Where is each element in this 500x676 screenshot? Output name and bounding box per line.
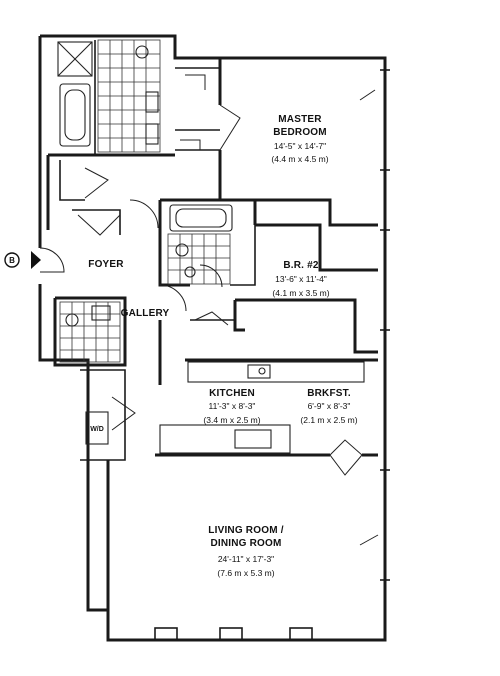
bath-1-tile-grid xyxy=(57,39,161,153)
br2-dim-ft: 13'-6" x 11'-4" xyxy=(275,274,327,284)
kitchen-dim-ft: 11'-3" x 8'-3" xyxy=(209,401,256,411)
kitchen-dim-m: (3.4 m x 2.5 m) xyxy=(203,415,260,425)
bath-3-tile-grid xyxy=(59,301,121,363)
master-bedroom-dim-ft: 14'-5" x 14'-7" xyxy=(274,141,326,151)
unit-marker-label: B xyxy=(9,256,15,265)
washer-dryer-box xyxy=(85,411,109,445)
brkfst-dim-m: (2.1 m x 2.5 m) xyxy=(300,415,357,425)
master-bedroom-name-1: MASTER xyxy=(278,114,322,125)
bath-2-tile-grid xyxy=(167,204,233,285)
kitchen-name: KITCHEN xyxy=(209,388,255,399)
interior-walls xyxy=(46,40,378,610)
master-bedroom-name-2: BEDROOM xyxy=(273,127,327,138)
foyer-name: FOYER xyxy=(88,259,124,270)
brkfst-dim-ft: 6'-9" x 8'-3" xyxy=(308,401,351,411)
master-bedroom-dim-m: (4.4 m x 4.5 m) xyxy=(271,154,328,164)
br2-dim-m: (4.1 m x 3.5 m) xyxy=(272,288,329,298)
gallery-name: GALLERY xyxy=(121,308,170,319)
brkfst-name: BRKFST. xyxy=(307,388,351,399)
doors xyxy=(39,74,379,546)
living-room-dim-m: (7.6 m x 5.3 m) xyxy=(217,568,274,578)
br2-name: B.R. #2 xyxy=(283,260,319,271)
living-room-dim-ft: 24'-11" x 17'-3" xyxy=(218,554,274,564)
living-room-name-1: LIVING ROOM / xyxy=(208,525,283,536)
washer-dryer-label: W/D xyxy=(90,426,104,433)
unit-marker xyxy=(4,251,41,269)
living-room-name-2: DINING ROOM xyxy=(210,538,281,549)
